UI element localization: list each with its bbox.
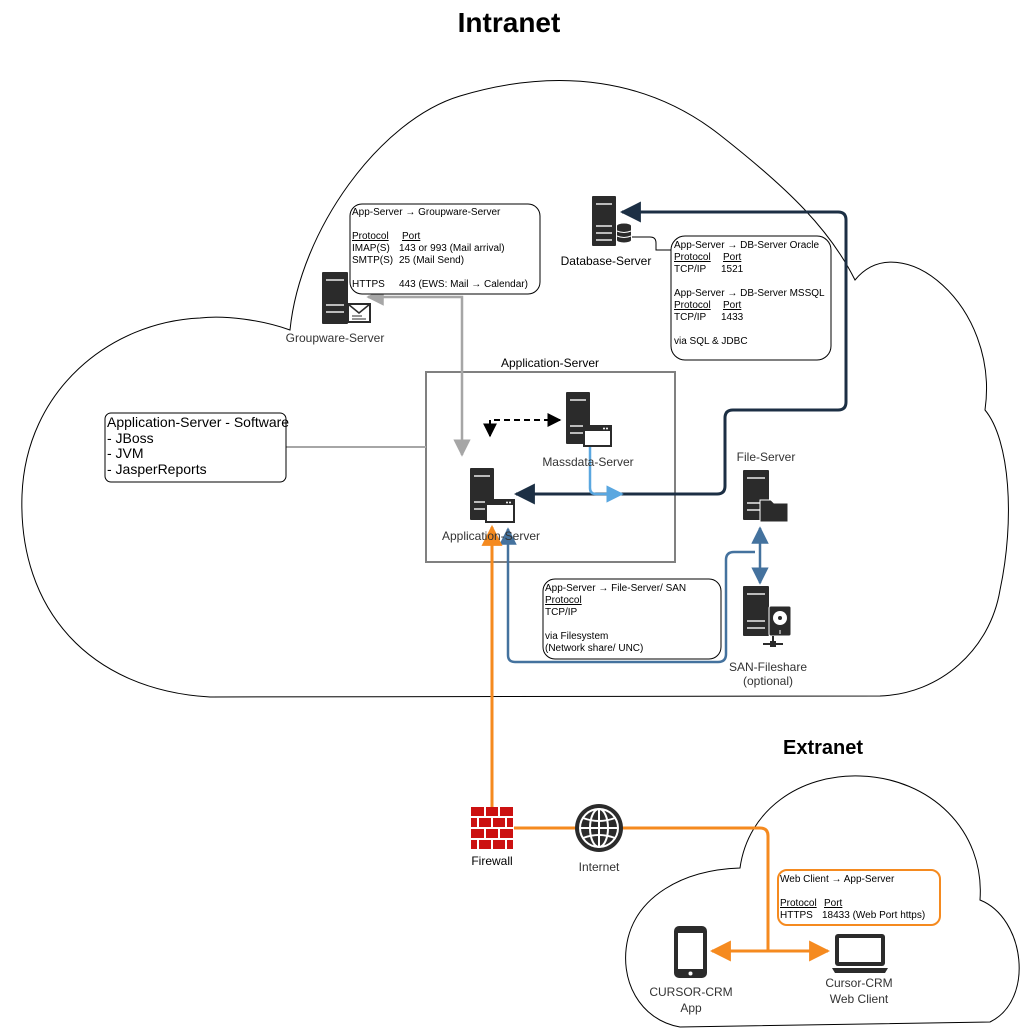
database-server-icon [592, 196, 632, 246]
groupware-server-icon [322, 272, 371, 324]
groupware-server-label: Groupware-Server [286, 331, 385, 345]
groupware-note-row3-protocol: HTTPS [352, 279, 385, 290]
software-note-title: Application-Server - Software [107, 414, 289, 430]
application-server-label: Application-Server [442, 529, 540, 543]
massdata-server-label: Massdata-Server [542, 455, 633, 469]
massdata-dashed-connector [483, 413, 562, 438]
web-client-label-line1: Cursor-CRM [825, 976, 892, 990]
san-fileshare-optional-label: (optional) [743, 674, 793, 688]
software-note-item-jvm: - JVM [107, 445, 144, 461]
mobile-phone-icon [674, 926, 707, 978]
san-fileshare-label: SAN-Fileshare [729, 660, 807, 674]
extranet-cloud [625, 775, 1020, 1028]
file-server-label: File-Server [737, 450, 796, 464]
webclient-note-port: 18433 (Web Port https) [822, 910, 925, 921]
database-note-oracle-title: App-Server → DB-Server Oracle [674, 240, 819, 251]
web-client-label-line2: Web Client [830, 992, 889, 1006]
groupware-note-row2-protocol: SMTP(S) [352, 255, 393, 266]
webclient-note: Web Client → App-Server Protocol Port HT… [777, 869, 941, 926]
groupware-note-title: App-Server → Groupware-Server [352, 207, 501, 218]
database-note-link [632, 236, 672, 251]
webclient-note-title: Web Client → App-Server [780, 874, 895, 885]
groupware-note: App-Server → Groupware-Server Protocol P… [349, 203, 541, 295]
groupware-connector [366, 288, 471, 457]
firewall-label: Firewall [471, 854, 512, 868]
database-note-oracle-port: 1521 [721, 264, 744, 275]
database-note-mssql-title: App-Server → DB-Server MSSQL [674, 288, 825, 299]
database-note-protocol-header-2: Protocol [674, 300, 711, 311]
fileserver-note-title: App-Server → File-Server/ SAN [545, 583, 686, 594]
database-note-mssql-protocol: TCP/IP [674, 312, 707, 323]
internet-label: Internet [579, 860, 620, 874]
groupware-note-row1-port: 143 or 993 (Mail arrival) [399, 243, 505, 254]
extranet-title: Extranet [783, 737, 863, 759]
fileserver-note-protocol: TCP/IP [545, 607, 578, 618]
webclient-note-protocol-header: Protocol [780, 898, 817, 909]
database-note-oracle-protocol: TCP/IP [674, 264, 707, 275]
database-note-footer: via SQL & JDBC [674, 336, 748, 347]
groupware-note-protocol-header: Protocol [352, 231, 389, 242]
software-note-item-jasper: - JasperReports [107, 461, 207, 477]
crm-app-label-line1: CURSOR-CRM [649, 985, 732, 999]
database-connector [513, 201, 848, 505]
fileserver-note-footer-2: (Network share/ UNC) [545, 643, 643, 654]
groupware-note-row2-port: 25 (Mail Send) [399, 255, 464, 266]
fileserver-note-protocol-header: Protocol [545, 595, 582, 606]
application-server-icon [470, 468, 515, 523]
firewall-icon [471, 807, 513, 849]
fileserver-note: App-Server → File-Server/ SAN Protocol T… [542, 578, 722, 660]
webclient-note-port-header: Port [824, 898, 843, 909]
groupware-note-row1-protocol: IMAP(S) [352, 243, 390, 254]
database-note: App-Server → DB-Server Oracle Protocol P… [670, 235, 832, 361]
file-server-icon [743, 470, 789, 523]
intranet-cloud [21, 80, 1009, 698]
software-note-item-jboss: - JBoss [107, 430, 154, 446]
database-server-label: Database-Server [561, 254, 652, 268]
internet-connector [514, 826, 770, 950]
fileserver-note-footer-1: via Filesystem [545, 631, 608, 642]
crm-app-label-line2: App [680, 1001, 702, 1015]
groupware-note-port-header: Port [402, 231, 421, 242]
application-server-container-label: Application-Server [501, 356, 599, 370]
webclient-note-protocol: HTTPS [780, 910, 813, 921]
database-note-protocol-header-1: Protocol [674, 252, 711, 263]
massdata-connector [588, 447, 624, 503]
database-note-mssql-port: 1433 [721, 312, 744, 323]
internet-globe-icon [575, 804, 623, 852]
software-note: Application-Server - Software - JBoss - … [104, 412, 289, 483]
database-note-port-header-1: Port [723, 252, 742, 263]
fileserver-connector [499, 527, 755, 664]
intranet-title: Intranet [458, 7, 561, 38]
massdata-server-icon [566, 392, 612, 447]
laptop-icon [832, 934, 888, 973]
database-note-port-header-2: Port [723, 300, 742, 311]
groupware-note-row3-port: 443 (EWS: Mail → Calendar) [399, 279, 528, 290]
san-fileshare-icon [743, 586, 792, 647]
